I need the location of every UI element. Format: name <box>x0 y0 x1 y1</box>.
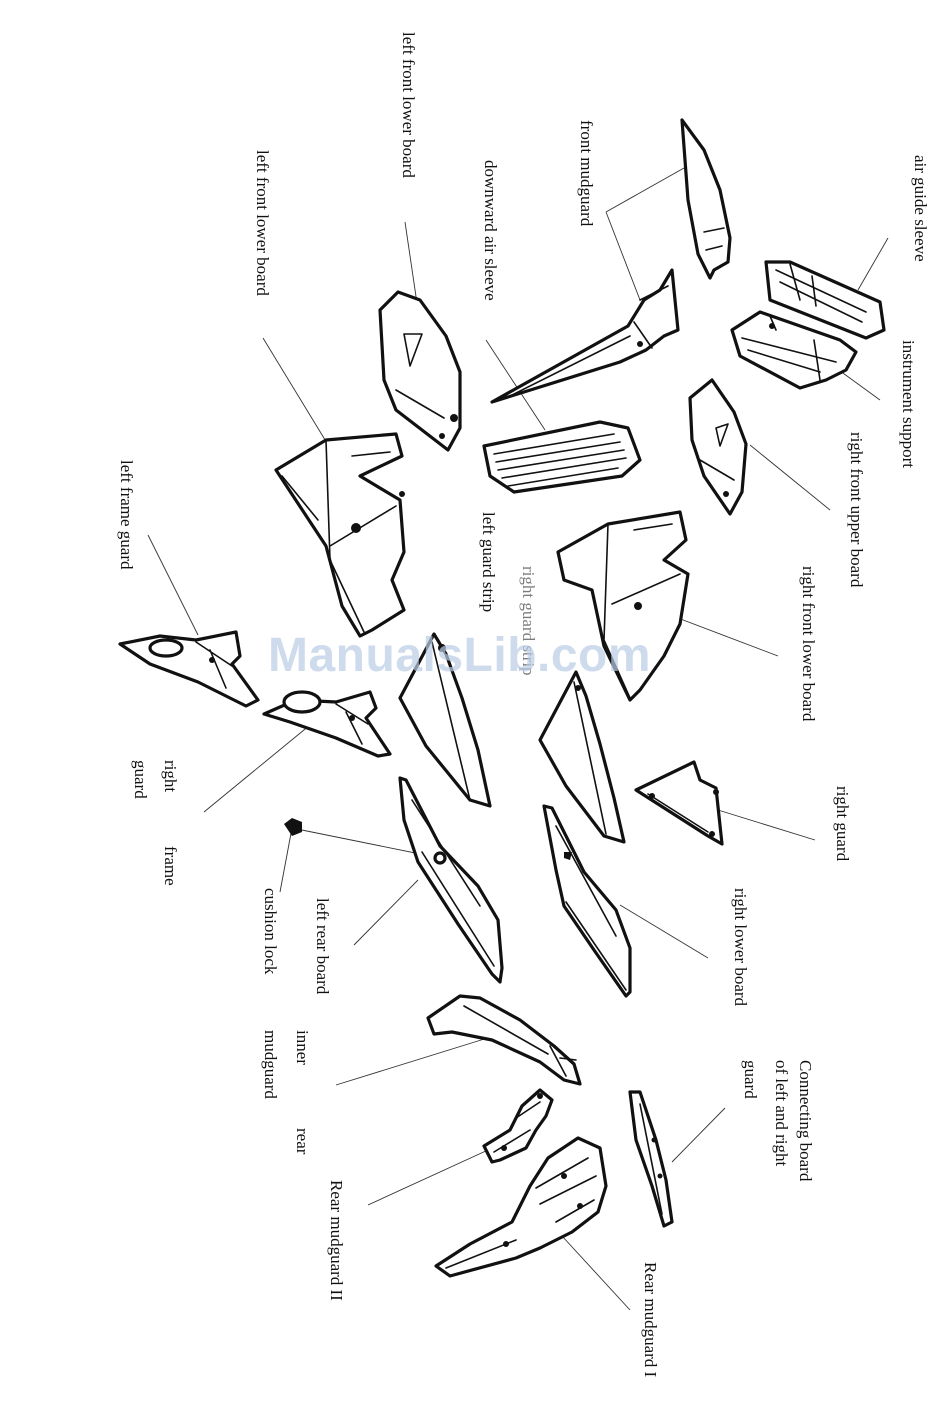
label-inner-rear-mudguard-rear: rear <box>293 1128 312 1155</box>
label-right-front-upper-board: right front upper board <box>847 432 866 588</box>
label-left-front-lower-board: left front lower board <box>253 150 272 296</box>
right-front-lower-board-part <box>556 510 690 702</box>
front-mudguard-blade-part <box>680 118 732 280</box>
label-left-rear-board: left rear board <box>313 898 332 995</box>
watermark-logo: ManualsLib.com <box>268 629 652 682</box>
instrument-support-part <box>730 310 858 390</box>
label-left-front-lower-board-top: left front lower board <box>399 32 418 178</box>
front-mudguard-arm-part <box>490 268 680 404</box>
label-inner-rear-mudguard-inner: inner <box>293 1030 312 1065</box>
inner-rear-mudguard-part <box>426 994 582 1086</box>
right-guard-part <box>634 760 724 846</box>
label-rear-mudguard-ii: Rear mudguard II <box>327 1180 346 1301</box>
label-right-front-lower-board: right front lower board <box>799 566 818 722</box>
label-right-guard-strip: right guard strip <box>519 566 538 676</box>
left-front-lower-board-part <box>274 432 406 638</box>
right-front-upper-board-part <box>688 378 748 516</box>
air-guide-sleeve-part <box>764 260 886 340</box>
label-right-lower-board: right lower board <box>731 888 750 1007</box>
label-left-guard-strip: left guard strip <box>479 512 498 613</box>
rear-mudguard-ii-part <box>482 1088 554 1164</box>
label-front-mudguard: front mudguard <box>577 120 596 227</box>
label-connecting-board-line2: of left and right <box>772 1060 791 1167</box>
label-connecting-board-line3: guard <box>741 1060 760 1099</box>
label-right-guard: right guard <box>833 786 852 862</box>
label-right-frame-guard-frame: frame <box>161 846 180 886</box>
left-frame-guard-part <box>118 630 260 708</box>
left-guard-strip-part <box>398 632 492 808</box>
right-frame-guard-part <box>262 690 392 758</box>
label-connecting-board-line1: Connecting board <box>796 1060 815 1182</box>
downward-air-sleeve-part <box>482 420 642 494</box>
label-instrument-support: instrument support <box>899 340 918 468</box>
label-left-frame-guard: left frame guard <box>117 460 136 570</box>
label-downward-air-sleeve: downward air sleeve <box>481 160 500 301</box>
rear-mudguard-i-part <box>434 1136 608 1278</box>
right-lower-board-part <box>542 804 632 998</box>
left-front-lower-board-top-part <box>378 290 462 452</box>
label-cushion-lock: cushion lock <box>261 888 280 975</box>
label-right-frame-guard-guard: guard <box>131 760 150 799</box>
label-inner-rear-mudguard-mudguard: mudguard <box>261 1030 280 1099</box>
label-rear-mudguard-i: Rear mudguard I <box>641 1262 660 1378</box>
right-guard-strip-part <box>538 670 626 844</box>
connecting-board-part <box>628 1090 674 1228</box>
label-air-guide-sleeve: air guide sleeve <box>911 155 930 262</box>
cushion-lock-part <box>284 818 302 836</box>
label-right-frame-guard-right: right <box>161 760 180 793</box>
left-rear-board-part <box>398 776 504 984</box>
